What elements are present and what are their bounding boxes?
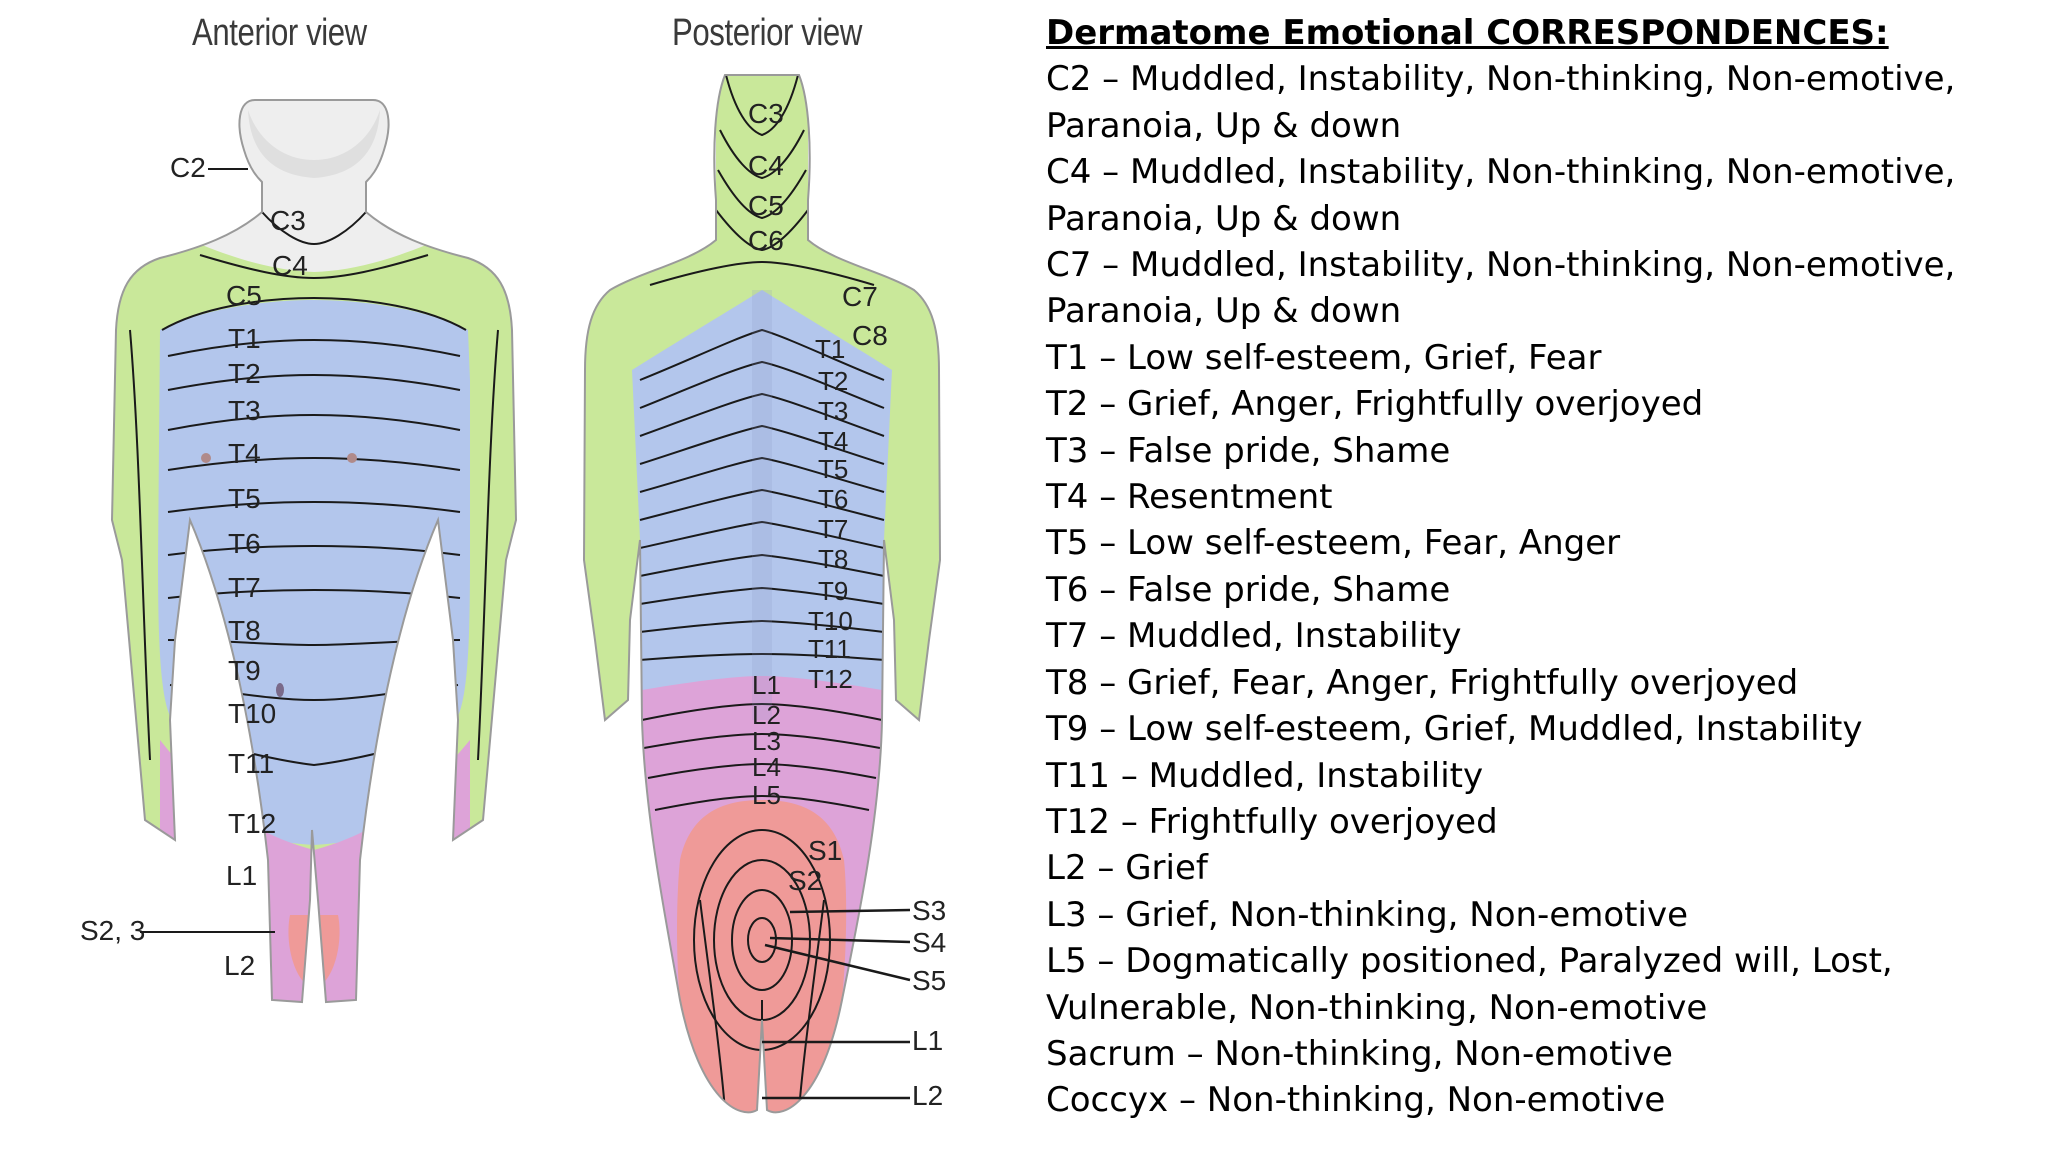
ant-label-t8: T8 <box>228 615 261 646</box>
post-label-t9: T9 <box>818 576 848 606</box>
ant-label-l2: L2 <box>224 950 255 981</box>
ant-label-l1: L1 <box>226 860 257 891</box>
entry-l3: L3 – Grief, Non-thinking, Non-emotive <box>1046 894 1688 935</box>
post-label-t4: T4 <box>818 426 848 456</box>
entry-t9: T9 – Low self-esteem, Grief, Muddled, In… <box>1046 709 1863 750</box>
dermatome-figure: Anterior view Posterior view <box>80 12 946 1114</box>
entry-t6: T6 – False pride, Shame <box>1046 569 1451 610</box>
ant-label-t6: T6 <box>228 528 261 559</box>
entry-t1: T1 – Low self-esteem, Grief, Fear <box>1046 337 1602 378</box>
post-label-c8: C8 <box>852 320 888 351</box>
anterior-labels: C2 C3 C4 C5 T1 T2 T3 T4 T5 T6 T7 T8 T9 T… <box>80 152 308 981</box>
ant-label-t3: T3 <box>228 395 261 426</box>
ant-label-c4: C4 <box>272 250 308 281</box>
post-label-t7: T7 <box>818 514 848 544</box>
entry-c7: C7 – Muddled, Instability, Non-thinking,… <box>1046 245 1956 332</box>
post-label-t6: T6 <box>818 484 848 514</box>
post-label-s5: S5 <box>912 965 946 996</box>
post-label-s4: S4 <box>912 927 946 958</box>
ant-label-c3: C3 <box>270 205 306 236</box>
ant-label-s23: S2, 3 <box>80 915 145 946</box>
post-label-s1: S1 <box>808 835 842 866</box>
correspondences-panel: Dermatome Emotional CORRESPONDENCES: C2 … <box>1046 10 2036 1124</box>
anterior-body <box>111 99 517 1003</box>
entry-t8: T8 – Grief, Fear, Anger, Frightfully ove… <box>1046 662 1799 703</box>
post-label-t1: T1 <box>815 334 845 364</box>
ant-label-t10: T10 <box>228 698 276 729</box>
ant-label-t1: T1 <box>228 323 261 354</box>
posterior-leader-lines <box>762 908 911 1100</box>
post-label-t11: T11 <box>808 634 851 664</box>
entry-t4: T4 – Resentment <box>1046 477 1333 518</box>
post-label-t12: T12 <box>808 664 853 694</box>
entry-t2: T2 – Grief, Anger, Frightfully overjoyed <box>1046 384 1704 425</box>
entry-t12: T12 – Frightfully overjoyed <box>1046 801 1498 842</box>
dermatome-illustration: C2 C3 C4 C5 T1 T2 T3 T4 T5 T6 T7 T8 T9 T… <box>80 74 946 1114</box>
post-label-l3: L3 <box>752 726 781 756</box>
post-label-l1-lower: L1 <box>912 1025 943 1056</box>
entry-c4: C4 – Muddled, Instability, Non-thinking,… <box>1046 152 1956 239</box>
entry-c2: C2 – Muddled, Instability, Non-thinking,… <box>1046 59 1956 146</box>
post-label-l4: L4 <box>752 752 781 782</box>
post-label-c4: C4 <box>748 150 784 181</box>
entry-coccyx: Coccyx – Non-thinking, Non-emotive <box>1046 1080 1666 1121</box>
entry-t7: T7 – Muddled, Instability <box>1046 616 1462 657</box>
posterior-view-title: Posterior view <box>672 12 862 54</box>
post-label-l1: L1 <box>752 670 781 700</box>
entry-l5: L5 – Dogmatically positioned, Paralyzed … <box>1046 941 1893 1028</box>
ant-label-t2: T2 <box>228 358 261 389</box>
post-label-s3: S3 <box>912 895 946 926</box>
post-label-c5: C5 <box>748 190 784 221</box>
ant-label-t9: T9 <box>228 655 261 686</box>
entry-t11: T11 – Muddled, Instability <box>1046 755 1484 796</box>
post-label-t3: T3 <box>818 396 848 426</box>
ant-label-t5: T5 <box>228 483 261 514</box>
ant-label-t12: T12 <box>228 808 276 839</box>
post-label-t8: T8 <box>818 544 848 574</box>
post-label-c7: C7 <box>842 281 878 312</box>
entry-t5: T5 – Low self-esteem, Fear, Anger <box>1046 523 1621 564</box>
post-label-l2-lower: L2 <box>912 1080 943 1111</box>
ant-label-t11: T11 <box>228 748 274 779</box>
posterior-labels: C3 C4 C5 C6 C7 C8 T1 T2 T3 T4 T5 T6 T7 T… <box>748 98 946 1111</box>
entry-sacrum: Sacrum – Non-thinking, Non-emotive <box>1046 1033 1673 1074</box>
post-label-l2: L2 <box>752 700 781 730</box>
post-label-t2: T2 <box>818 366 848 396</box>
post-label-t5: T5 <box>818 454 848 484</box>
ant-label-t7: T7 <box>228 572 261 603</box>
ant-label-t4: T4 <box>228 438 261 469</box>
post-label-c3: C3 <box>748 98 784 129</box>
correspondences-heading: Dermatome Emotional CORRESPONDENCES: <box>1046 13 1889 53</box>
ant-label-c2: C2 <box>170 152 206 183</box>
post-label-t10: T10 <box>808 606 853 636</box>
post-label-l5: L5 <box>752 780 781 810</box>
ant-label-c5: C5 <box>226 280 262 311</box>
post-label-s2: S2 <box>788 865 822 896</box>
entry-l2: L2 – Grief <box>1046 848 1208 889</box>
entry-t3: T3 – False pride, Shame <box>1046 430 1451 471</box>
anterior-view-title: Anterior view <box>192 12 367 54</box>
post-label-c6: C6 <box>748 225 784 256</box>
